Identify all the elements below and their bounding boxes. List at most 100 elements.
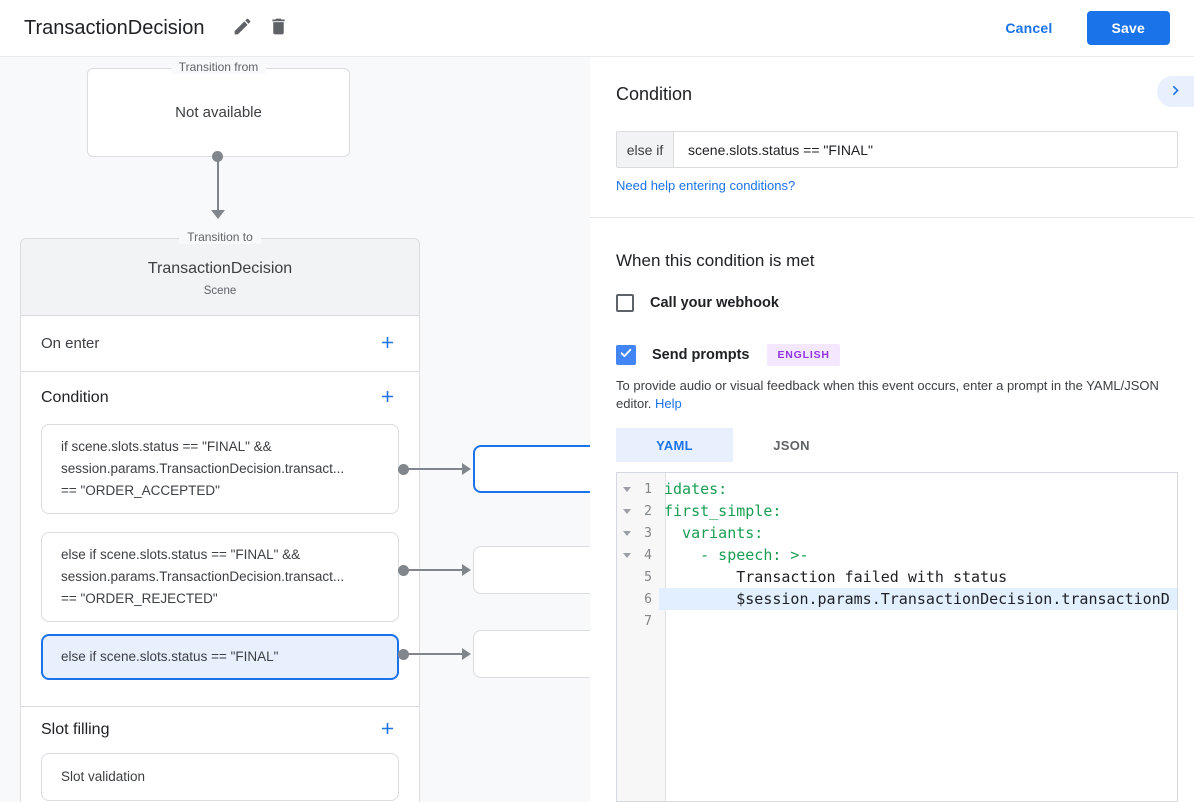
line-number: 3 (644, 525, 652, 541)
connector-line (404, 653, 462, 655)
editor-format-tabs: YAML JSON (616, 428, 850, 462)
connector-arrowhead (462, 564, 471, 576)
tab-yaml[interactable]: YAML (616, 428, 733, 462)
on-enter-label: On enter (41, 335, 100, 352)
add-plus-icon (378, 387, 397, 409)
code-line: 3 variants: (617, 522, 1177, 544)
condition-line: session.params.TransactionDecision.trans… (61, 569, 345, 584)
panel-divider (590, 217, 1194, 218)
add-slot-button[interactable] (375, 718, 399, 742)
edit-scene-button[interactable] (224, 10, 260, 46)
condition-line: if scene.slots.status == "FINAL" && (61, 439, 272, 454)
scene-card-header: TransactionDecision Scene (21, 239, 419, 316)
code-text: $session.params.TransactionDecision.tran… (659, 588, 1177, 610)
fold-arrow-icon[interactable] (623, 486, 631, 492)
fold-arrow-icon[interactable] (623, 530, 631, 536)
transition-target-box[interactable] (473, 546, 590, 594)
add-condition-button[interactable] (375, 386, 399, 410)
code-line-highlighted: 6 $session.params.TransactionDecision.tr… (617, 588, 1177, 610)
code-text: - speech: >- (664, 546, 809, 564)
condition-item-order-accepted[interactable]: if scene.slots.status == "FINAL" && sess… (41, 424, 399, 514)
code-line: 1 idates: (617, 478, 1177, 500)
code-text: variants: (664, 524, 764, 542)
call-webhook-label: Call your webhook (650, 295, 779, 311)
save-button[interactable]: Save (1086, 11, 1170, 45)
condition-prefix-label: else if (617, 132, 674, 167)
connector-line (217, 157, 219, 211)
fold-arrow-icon[interactable] (623, 508, 631, 514)
conditions-help-link[interactable]: Need help entering conditions? (616, 178, 796, 193)
connector-arrowhead (211, 210, 225, 219)
when-condition-met-title: When this condition is met (616, 251, 815, 270)
transition-target-box-active[interactable] (473, 445, 590, 493)
delete-scene-button[interactable] (260, 10, 296, 46)
condition-item-final-selected[interactable]: else if scene.slots.status == "FINAL" (41, 634, 399, 680)
line-number: 7 (644, 613, 652, 629)
transition-from-box: Transition from Not available (87, 60, 350, 157)
condition-line: else if scene.slots.status == "FINAL" && (61, 547, 301, 562)
condition-line: session.params.TransactionDecision.trans… (61, 461, 345, 476)
connector-dot (398, 565, 409, 576)
edit-pencil-icon (232, 16, 253, 40)
tab-json[interactable]: JSON (773, 437, 810, 453)
condition-section-label: Condition (41, 389, 109, 406)
chevron-right-icon (1166, 81, 1185, 103)
cancel-button[interactable]: Cancel (1005, 20, 1053, 36)
checkmark-icon (619, 346, 633, 365)
prompt-editor-description: To provide audio or visual feedback when… (616, 377, 1172, 412)
page-title: TransactionDecision (24, 16, 205, 39)
connector-dot (212, 151, 223, 162)
transition-target-box[interactable] (473, 630, 590, 678)
code-text: idates: (664, 480, 728, 498)
condition-section-header: Condition (21, 372, 419, 424)
top-bar: TransactionDecision Cancel Save (0, 0, 1194, 57)
slot-filling-header: Slot filling (21, 707, 419, 753)
code-text: first_simple: (664, 502, 782, 520)
send-prompts-checkbox[interactable] (616, 345, 636, 365)
help-link[interactable]: Help (655, 395, 682, 411)
scene-type-label: Scene (203, 285, 237, 297)
description-text: To provide audio or visual feedback when… (616, 378, 1159, 411)
on-enter-row: On enter (21, 316, 419, 372)
transition-from-legend: Transition from (170, 60, 267, 74)
connector-line (404, 569, 462, 571)
connector-dot (398, 649, 409, 660)
send-prompts-row: Send prompts ENGLISH (616, 344, 840, 366)
condition-line: else if scene.slots.status == "FINAL" (61, 649, 279, 664)
condition-line: == "ORDER_REJECTED" (61, 591, 218, 606)
code-line: 5 Transaction failed with status (617, 566, 1177, 588)
flow-diagram-canvas: Transition from Not available Transition… (0, 57, 590, 802)
condition-line: == "ORDER_ACCEPTED" (61, 483, 220, 498)
line-number: 6 (644, 591, 652, 607)
add-on-enter-button[interactable] (375, 332, 399, 356)
code-line: 2 first_simple: (617, 500, 1177, 522)
transition-from-value: Not available (175, 104, 262, 121)
scene-name: TransactionDecision (147, 260, 293, 277)
slot-validation-item[interactable]: Slot validation (41, 753, 399, 801)
transition-to-card: Transition to TransactionDecision Scene … (20, 230, 420, 802)
condition-item-order-rejected[interactable]: else if scene.slots.status == "FINAL" &&… (41, 532, 399, 622)
call-webhook-checkbox[interactable] (616, 294, 634, 312)
editor-gutter (617, 473, 666, 801)
add-plus-icon (378, 719, 397, 741)
condition-expression-input[interactable] (674, 132, 1177, 167)
panel-title: Condition (616, 84, 693, 104)
line-number: 1 (644, 481, 652, 497)
collapse-panel-button[interactable] (1157, 76, 1194, 107)
line-number: 4 (644, 547, 652, 563)
condition-expression-group: else if (616, 131, 1178, 168)
connector-arrowhead (462, 648, 471, 660)
editor-code-rows: 1 idates: 2 first_simple: 3 variants: 4 (617, 473, 1177, 632)
code-text (659, 610, 1177, 632)
transition-to-legend: Transition to (179, 230, 261, 244)
yaml-code-editor[interactable]: 1 idates: 2 first_simple: 3 variants: 4 (616, 472, 1178, 802)
code-line: 7 (617, 610, 1177, 632)
connector-line (404, 468, 462, 470)
code-text: Transaction failed with status (664, 568, 1008, 586)
add-plus-icon (378, 333, 397, 355)
line-number: 2 (644, 503, 652, 519)
connector-arrowhead (462, 463, 471, 475)
fold-arrow-icon[interactable] (623, 552, 631, 558)
condition-detail-panel: Condition else if Need help entering con… (590, 57, 1194, 802)
